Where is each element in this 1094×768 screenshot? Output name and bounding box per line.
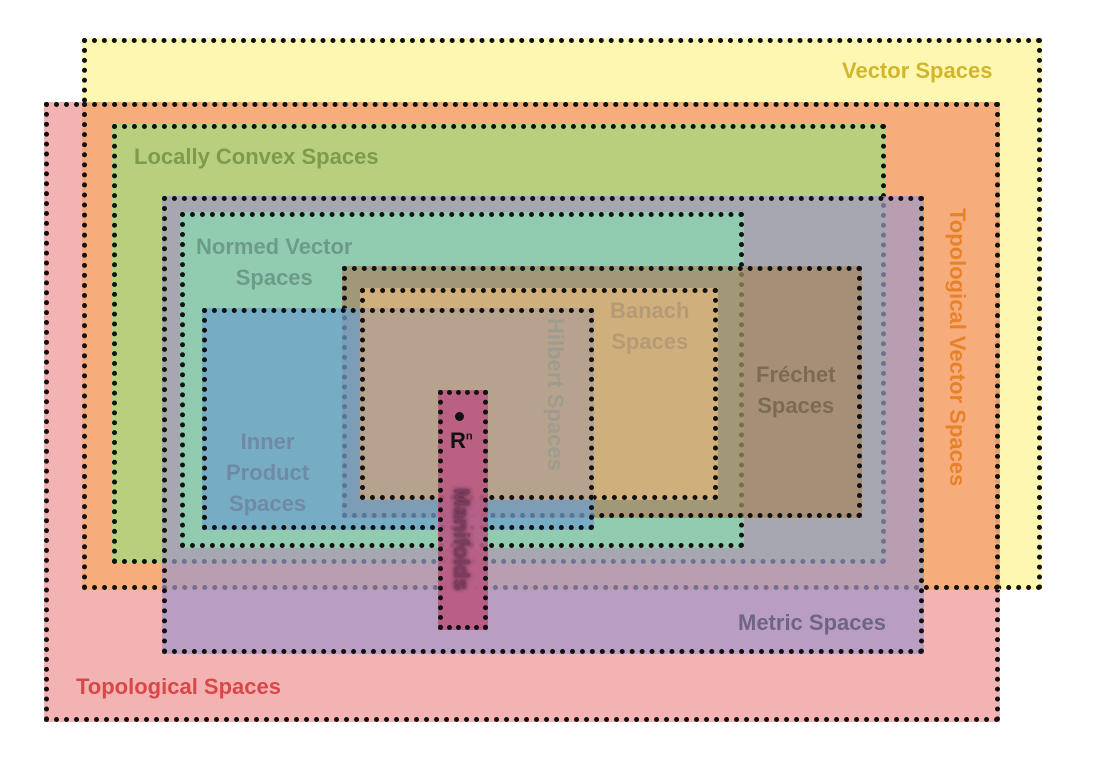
- rn-base: R: [450, 428, 466, 453]
- normed-vector-spaces-line2: Spaces: [235, 264, 313, 290]
- frechet-spaces-line2: Spaces: [757, 392, 835, 418]
- normed-vector-spaces-line1: Normed Vector: [196, 234, 353, 259]
- banach-spaces-line1: Banach: [610, 298, 690, 323]
- hilbert-spaces-label: Hilbert Spaces: [543, 318, 568, 471]
- manifolds-box: [438, 390, 488, 630]
- vector-spaces-label: Vector Spaces: [842, 58, 993, 83]
- topological-vector-spaces-label: Topological Vector Spaces: [945, 208, 970, 487]
- rn-label: Rn: [450, 426, 473, 457]
- locally-convex-spaces-label: Locally Convex Spaces: [134, 144, 379, 169]
- frechet-spaces-line1: Fréchet: [756, 362, 836, 387]
- inner-product-spaces-line1: Inner: [240, 429, 295, 454]
- metric-spaces-label: Metric Spaces: [738, 610, 886, 635]
- frechet-spaces-label: Fréchet Spaces: [756, 360, 835, 422]
- inner-product-spaces-line3: Spaces: [229, 490, 307, 516]
- inner-product-spaces-line2: Product: [226, 459, 310, 485]
- manifolds-label: Manifolds: [449, 488, 474, 591]
- banach-spaces-label: Banach Spaces: [610, 296, 689, 358]
- rn-superscript: n: [465, 430, 473, 443]
- inner-product-spaces-label: Inner Product Spaces: [226, 427, 309, 519]
- normed-vector-spaces-label: Normed Vector Spaces: [196, 232, 353, 294]
- rn-point: [455, 412, 464, 421]
- banach-spaces-line2: Spaces: [611, 328, 689, 354]
- topological-spaces-label: Topological Spaces: [76, 674, 281, 699]
